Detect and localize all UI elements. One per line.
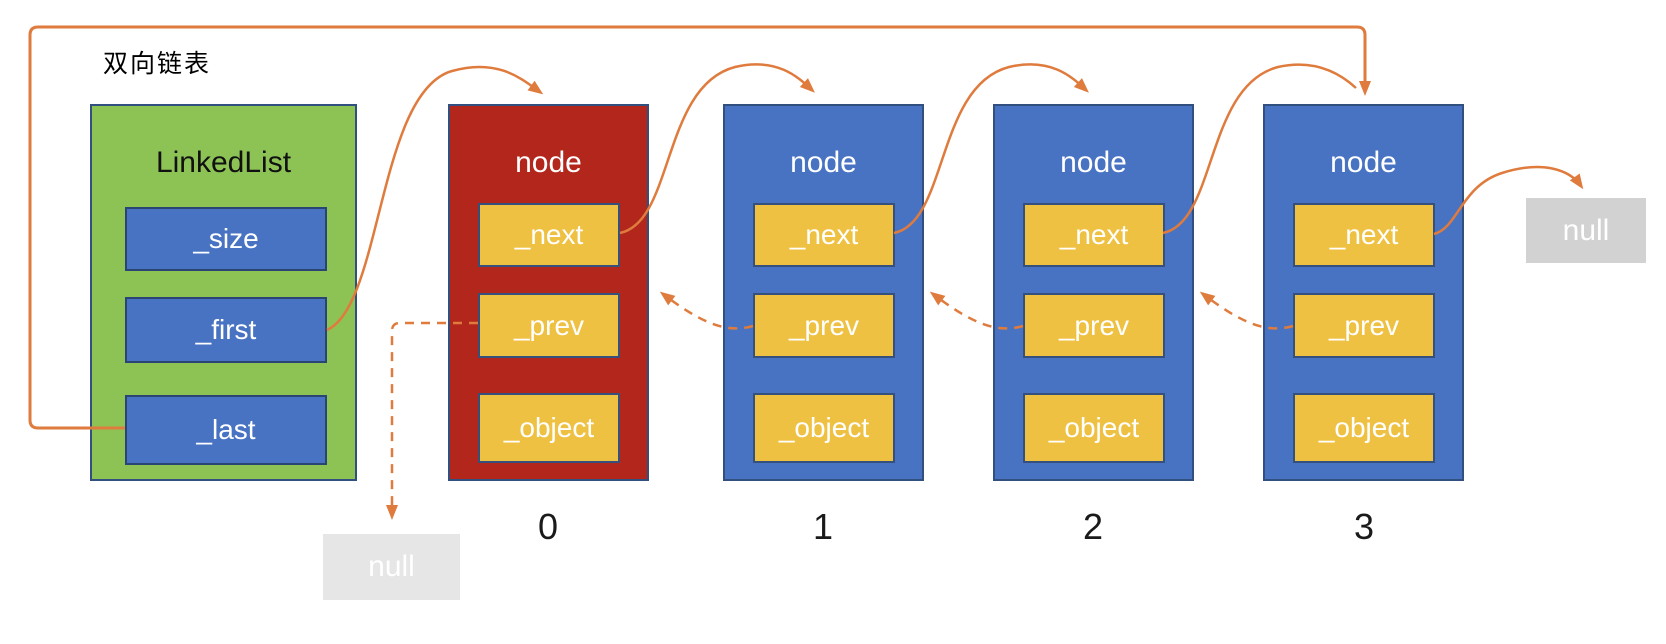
node-2-field-next: _next bbox=[1023, 203, 1165, 267]
null-box-next-end: null bbox=[1526, 198, 1646, 263]
node-3-index-label: 3 bbox=[1353, 506, 1375, 547]
node-0-field-prev: _prev bbox=[478, 293, 620, 358]
node-3-field-object: _object bbox=[1293, 393, 1435, 463]
node-1-field-next: _next bbox=[753, 203, 895, 267]
node-2: node _next _prev _object bbox=[993, 104, 1194, 481]
linkedlist-title: LinkedList bbox=[155, 146, 292, 179]
node-0: node _next _prev _object bbox=[448, 104, 649, 481]
node-2-field-object: _object bbox=[1023, 393, 1165, 463]
node-1-title: node bbox=[790, 146, 857, 179]
node-3-field-prev: _prev bbox=[1293, 293, 1435, 358]
field-last: _last bbox=[125, 395, 327, 465]
field-first: _first bbox=[125, 297, 327, 363]
node-2-index-label: 2 bbox=[1082, 506, 1104, 547]
node-2-title: node bbox=[1060, 146, 1127, 179]
node-1-index-label: 1 bbox=[812, 506, 834, 547]
node-1-field-object: _object bbox=[753, 393, 895, 463]
node-0-field-next: _next bbox=[478, 203, 620, 267]
node-2-field-prev: _prev bbox=[1023, 293, 1165, 358]
linkedlist-box: LinkedList _size _first _last bbox=[90, 104, 357, 481]
node-3: node _next _prev _object bbox=[1263, 104, 1464, 481]
node-1-field-prev: _prev bbox=[753, 293, 895, 358]
null-box-prev-end: null bbox=[323, 534, 460, 600]
node-3-title: node bbox=[1330, 146, 1397, 179]
node-3-field-next: _next bbox=[1293, 203, 1435, 267]
field-size: _size bbox=[125, 207, 327, 271]
node-1: node _next _prev _object bbox=[723, 104, 924, 481]
node-0-index-label: 0 bbox=[537, 506, 559, 547]
node-0-field-object: _object bbox=[478, 393, 620, 463]
node-0-title: node bbox=[515, 146, 582, 179]
diagram-title: 双向链表 bbox=[103, 50, 212, 78]
